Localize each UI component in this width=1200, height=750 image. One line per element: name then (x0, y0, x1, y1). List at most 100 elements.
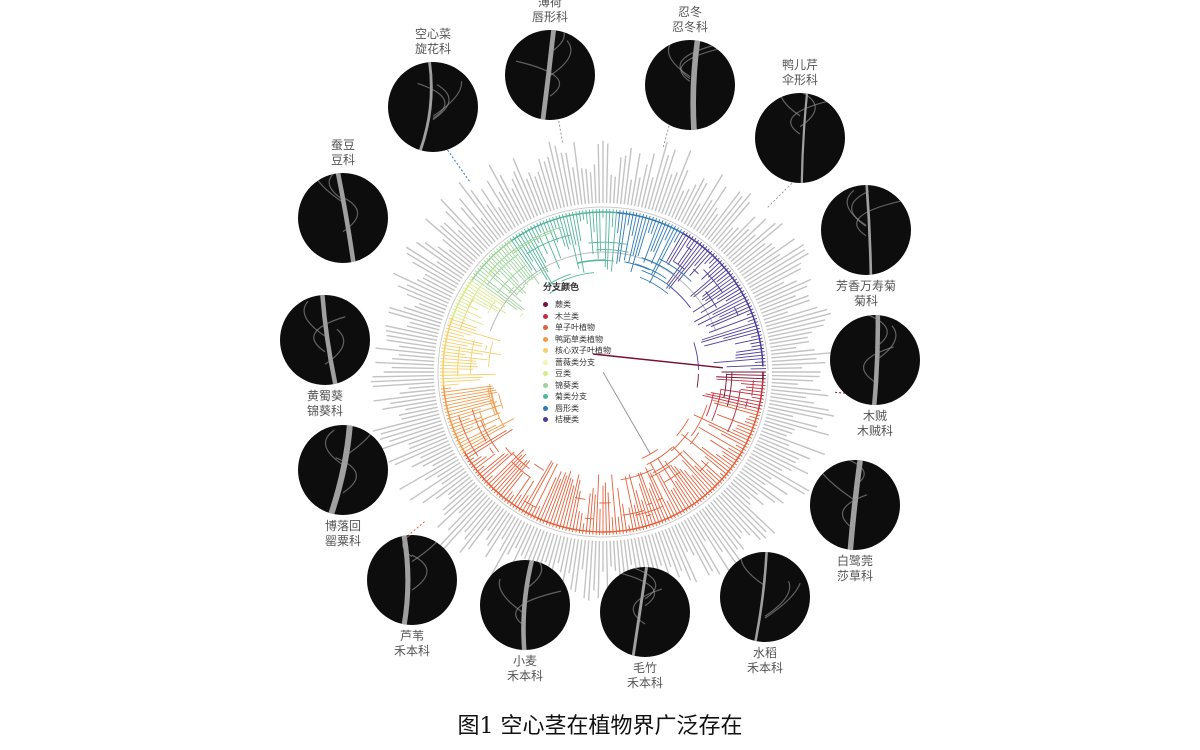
species-name-label (765, 308, 828, 328)
species-name-label (609, 540, 612, 567)
backbone-arc (489, 251, 717, 332)
tree-node-arc (696, 373, 699, 388)
tree-branch (643, 219, 661, 263)
tree-node-arc (693, 268, 699, 275)
tree-node-arc (635, 263, 667, 279)
tree-branch (443, 395, 490, 407)
tree-node-arc (522, 267, 548, 286)
xray-image (298, 173, 388, 263)
species-name-label (771, 385, 821, 391)
tree-branch (512, 235, 537, 273)
species-name-label (568, 538, 576, 574)
species-name-label (754, 281, 785, 298)
species-name-label (405, 246, 461, 283)
clade-band (682, 232, 764, 367)
tree-branch (689, 250, 713, 277)
clade-band (451, 279, 473, 318)
species-name-label (441, 467, 465, 485)
tree-branch (536, 222, 542, 233)
tree-branch (441, 351, 466, 356)
tree-node-arc (512, 453, 530, 470)
species-name-label (406, 252, 459, 286)
species-name-label (547, 156, 562, 209)
tree-branch (459, 425, 506, 451)
tree-node-arc (561, 272, 595, 282)
tree-node-arc (489, 447, 494, 454)
tree-node-arc (657, 497, 664, 501)
tree-node-arc (515, 285, 526, 296)
tree-node-arc (690, 404, 708, 437)
species-name-label (424, 458, 459, 481)
tree-branch (638, 483, 654, 528)
tree-node-arc (635, 505, 664, 516)
tree-branch (708, 314, 756, 333)
species-name-label (397, 285, 448, 308)
tree-branch (716, 284, 741, 300)
species-name-label (593, 164, 597, 204)
legend-color-dot (543, 417, 548, 423)
species-name-label (770, 392, 807, 399)
tree-branch (491, 453, 527, 492)
species-name-label (440, 225, 478, 260)
tree-branch (682, 450, 720, 487)
species-name-label (375, 347, 435, 356)
xray-image (280, 295, 370, 385)
tree-node-arc (491, 391, 505, 427)
species-name-label (695, 186, 727, 232)
species-name-label (399, 388, 435, 395)
tree-branch (713, 402, 761, 417)
tree-branch (578, 210, 582, 222)
family-name: 莎草科 (836, 569, 873, 583)
tree-node-arc (498, 393, 504, 409)
species-name-label (499, 174, 526, 223)
species-name-label (424, 273, 456, 292)
tree-branch (555, 477, 572, 529)
species-name-label (394, 440, 449, 466)
species-name-label (425, 218, 476, 263)
tree-branch (440, 354, 488, 361)
species-name: 水稻 (752, 646, 777, 660)
tree-branch (440, 361, 477, 365)
species-name-label (767, 409, 794, 418)
species-name-label (743, 464, 788, 495)
tree-node-arc (723, 373, 728, 398)
tree-branch (565, 474, 580, 531)
tree-branch (746, 311, 755, 316)
tree-branch (562, 485, 575, 530)
species-name-label (768, 324, 824, 338)
clade-band (442, 385, 466, 453)
species-name-label (570, 539, 580, 590)
species-name-label (565, 152, 576, 206)
tree-node-arc (526, 234, 571, 255)
tree-node-arc (711, 389, 722, 421)
family-name: 禾本科 (393, 644, 430, 658)
clade-band (471, 240, 512, 281)
legend-item: 唇形类 (543, 403, 611, 415)
tree-branch (672, 487, 688, 512)
tree-node-arc (487, 387, 496, 416)
species-name-label (406, 284, 449, 304)
xray-image (367, 535, 457, 625)
species-name-label (683, 182, 708, 225)
species-name-label (409, 321, 440, 331)
species-name-label (768, 406, 823, 420)
species-name-label (511, 188, 529, 221)
species-name-label (581, 540, 587, 570)
species-name-label (739, 246, 776, 274)
species-name-label (388, 436, 448, 463)
tree-branch (446, 408, 481, 420)
xray-image (298, 425, 388, 515)
species-name-label (720, 216, 756, 252)
tree-node-arc (480, 420, 500, 453)
species-name-label (484, 514, 514, 558)
species-name-label (458, 181, 502, 238)
species-name-label (544, 533, 555, 563)
tree-branch (693, 414, 751, 442)
tree-branch (666, 230, 685, 263)
tree-branch (440, 376, 483, 380)
tree-branch (735, 351, 765, 356)
tree-node-arc (549, 288, 558, 294)
tree-branch (616, 210, 624, 264)
species-name-label (757, 278, 812, 304)
family-name: 忍冬科 (671, 20, 708, 34)
